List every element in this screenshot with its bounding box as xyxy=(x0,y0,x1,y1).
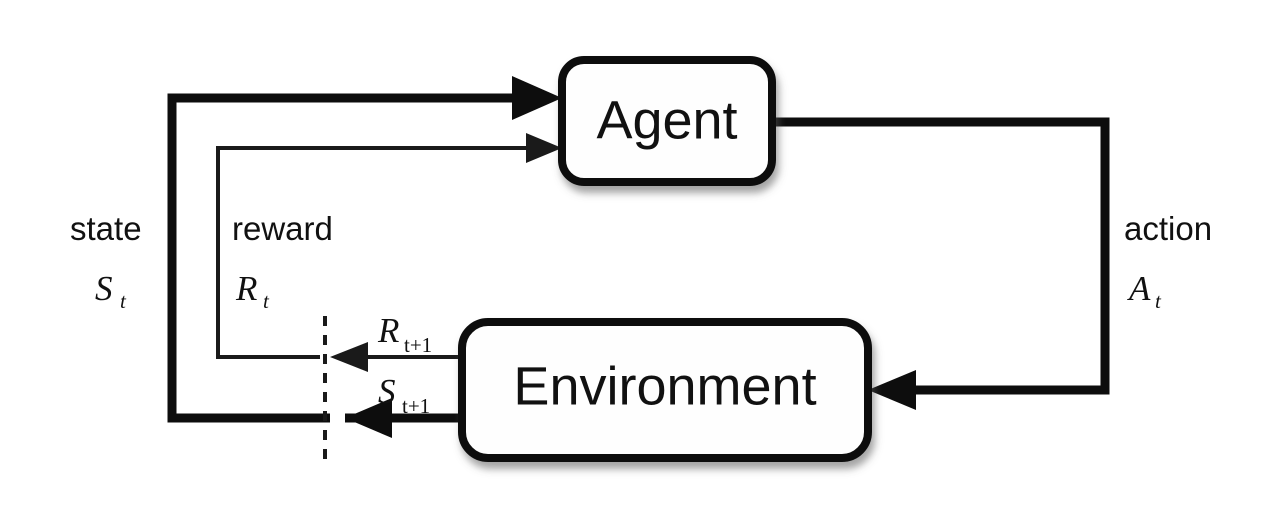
next-reward-symbol-subscript: t+1 xyxy=(404,333,432,357)
reward-flow-path xyxy=(216,133,562,372)
state-symbol-subscript: t xyxy=(120,289,127,313)
state-word-label: state xyxy=(70,210,142,247)
state-symbol-label: S xyxy=(95,269,113,308)
agent-node[interactable]: Agent xyxy=(558,56,776,186)
state-arrowhead-into-agent xyxy=(512,76,562,120)
action-label-group: action A t xyxy=(1124,210,1212,313)
environment-node[interactable]: Environment xyxy=(458,318,872,462)
reward-label-group: reward R t xyxy=(232,210,333,313)
reward-symbol-label: R xyxy=(235,269,257,308)
state-label-group: state S t xyxy=(70,210,142,313)
state-segment-around-left xyxy=(167,93,520,423)
state-arrowhead-left xyxy=(345,398,392,438)
agent-box[interactable] xyxy=(558,56,776,186)
action-symbol-subscript: t xyxy=(1155,289,1162,313)
action-word-label: action xyxy=(1124,210,1212,247)
reward-word-label: reward xyxy=(232,210,333,247)
next-reward-label-group: R t+1 xyxy=(377,311,432,357)
environment-label: Environment xyxy=(513,356,816,416)
next-state-label-group: S t+1 xyxy=(378,372,430,418)
reward-arrowhead-into-agent xyxy=(526,133,562,163)
next-state-symbol-subscript: t+1 xyxy=(402,394,430,418)
state-flow-path xyxy=(167,76,562,438)
reward-segment-around-left xyxy=(216,146,528,359)
next-reward-symbol-label: R xyxy=(377,311,399,350)
reward-arrowhead-left xyxy=(330,342,368,372)
action-arrowhead-into-environment xyxy=(868,370,916,410)
environment-box[interactable] xyxy=(458,318,872,462)
agent-label: Agent xyxy=(596,90,737,150)
next-state-symbol-label: S xyxy=(378,372,396,411)
action-flow-path xyxy=(772,117,1110,410)
reward-symbol-subscript: t xyxy=(263,289,270,313)
action-symbol-label: A xyxy=(1127,269,1151,308)
action-segment xyxy=(772,117,1110,395)
